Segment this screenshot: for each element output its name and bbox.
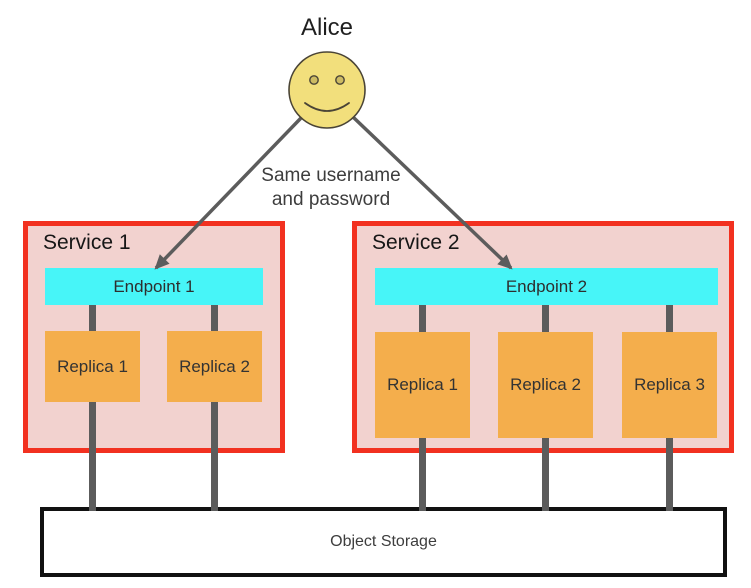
left-eye: [309, 75, 319, 85]
actor-name-label: Alice: [300, 14, 354, 41]
object-storage-label: Object Storage: [330, 533, 437, 550]
credentials-note: Same username and password: [231, 164, 431, 212]
right-eye: [335, 75, 345, 85]
service-1-endpoint: Endpoint 1: [45, 268, 263, 305]
service-1-replica-1: Replica 1: [45, 331, 140, 402]
smile: [304, 102, 350, 112]
service-1-label: Service 1: [43, 231, 131, 254]
service-2-endpoint: Endpoint 2: [375, 268, 718, 305]
credentials-note-line1: Same username: [261, 165, 401, 186]
smiley-face-icon: [288, 51, 366, 129]
service-1-replica-2: Replica 2: [167, 331, 262, 402]
service-2-label: Service 2: [372, 231, 460, 254]
object-storage-box: Object Storage: [40, 507, 727, 577]
face-circle: [288, 51, 366, 129]
service-2-replica-3: Replica 3: [622, 332, 717, 438]
service-2-replica-2: Replica 2: [498, 332, 593, 438]
credentials-note-line2: and password: [271, 189, 391, 210]
service-2-replica-1: Replica 1: [375, 332, 470, 438]
